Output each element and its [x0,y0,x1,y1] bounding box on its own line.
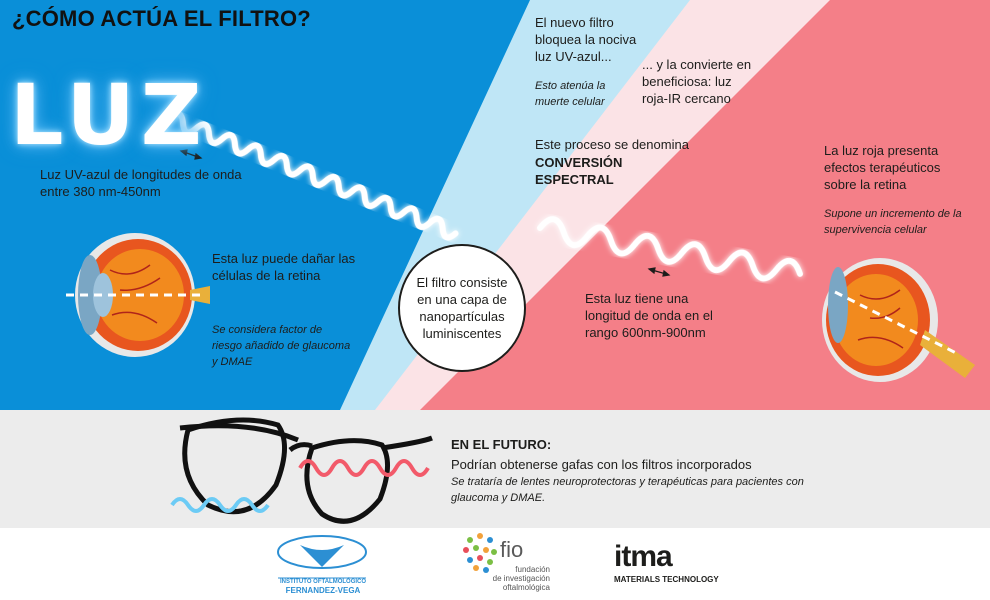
itma-logo-mark: itma [614,540,673,573]
itma-logo-line: MATERIALS TECHNOLOGY [614,575,719,584]
blocks-text: El nuevo filtro bloquea la nociva luz UV… [535,15,637,64]
future-detail: Se trataría de lentes neuroprotectoras y… [451,476,804,504]
red-light-text: La luz roja presenta efectos terapéutico… [824,143,941,192]
ifv-logo-line1: INSTITUTO OFTALMOLÓGICO [279,579,367,585]
left-eye-illustration [66,233,210,357]
fio-logo-mark-text: fio [500,537,524,562]
future-text: Podrían obtenerse gafas con los filtros … [451,457,752,472]
red-ir-wave [537,216,803,282]
wavelength-arrow-right [647,267,671,277]
converts-text: ... y la convierte en beneficiosa: luz r… [642,57,752,106]
glasses-illustration [179,417,433,524]
ifv-logo-mark [277,535,367,579]
future-heading: EN EL FUTURO: [451,437,552,452]
conversion-term: CONVERSIÓN ESPECTRAL [535,155,623,187]
luz-neon-heading: LUZ [10,66,208,164]
fio-logo-line1: fundación [515,565,550,574]
wavelength-arrow-left [179,149,203,160]
fio-logo-line2: de investigación [492,574,550,583]
glasses-red-wave [298,459,430,477]
attenuates-text: Esto atenúa la muerte celular [535,80,606,108]
glasses-blue-wave [170,497,270,513]
fio-logo-mark [463,533,497,573]
uv-blue-wave [167,110,459,241]
survival-text: Supone un incremento de la supervivencia… [824,208,962,236]
range-text: Esta luz tiene una longitud de onda en e… [585,291,713,340]
uv-wavelength-text: Luz UV-azul de longitudes de onda entre … [40,167,242,199]
fio-logo-line3: oftalmológica [502,583,550,592]
future-band [0,410,990,528]
page-title: ¿CÓMO ACTÚA EL FILTRO? [12,6,311,31]
logo-band [0,528,990,600]
risk-text: Se considera factor de riesgo añadido de… [212,324,351,368]
ifv-logo-line2: FERNANDEZ-VEGA [285,586,361,595]
damage-text: Esta luz puede dañar las células de la r… [212,251,356,283]
filter-circle: El filtro consiste en una capa de nanopa… [398,244,526,372]
process-text: Este proceso se denomina [535,137,689,152]
right-eye-illustration [822,258,975,382]
filter-circle-text: El filtro consiste en una capa de nanopa… [416,275,508,341]
